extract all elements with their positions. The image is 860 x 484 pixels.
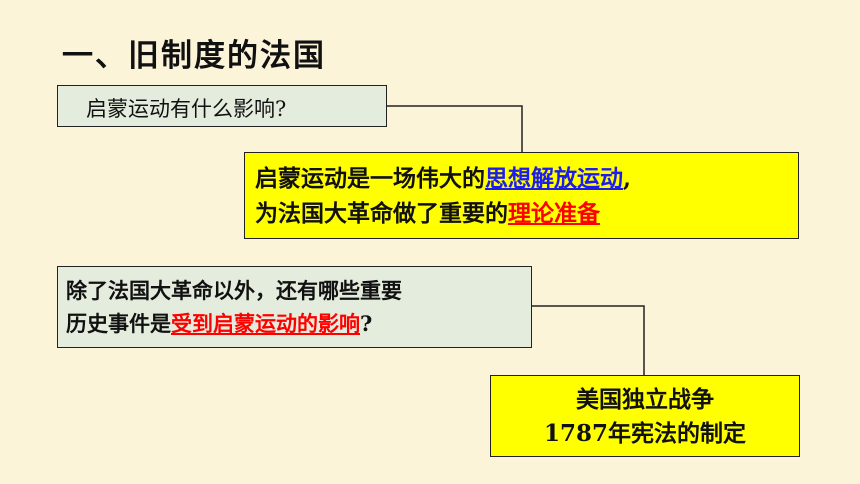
answer-2-line-2: 1787年宪法的制定 <box>543 420 746 447</box>
answer-1-line2-prefix: 为法国大革命做了重要的 <box>255 200 508 227</box>
answer-2-line-1: 美国独立战争 <box>576 386 714 413</box>
answer-1-line-1: 启蒙运动是一场伟大的思想解放运动, <box>255 161 798 196</box>
answer-box-1: 启蒙运动是一场伟大的思想解放运动, 为法国大革命做了重要的理论准备 <box>244 152 799 239</box>
answer-1-line-2: 为法国大革命做了重要的理论准备 <box>255 196 798 231</box>
answer-box-2: 美国独立战争 1787年宪法的制定 <box>490 375 800 457</box>
connector-q1-a1 <box>387 105 523 152</box>
connector-q2-a2 <box>532 305 645 375</box>
question-2-line2-suffix: ? <box>360 311 373 336</box>
question-2-highlight-influence: 受到启蒙运动的影响 <box>171 311 360 336</box>
question-2-line-1: 除了法国大革命以外，还有哪些重要 <box>66 278 402 303</box>
answer-1-line1-suffix: , <box>623 165 632 192</box>
question-2-line2-prefix: 历史事件是 <box>66 311 171 336</box>
question-2-line-2: 历史事件是受到启蒙运动的影响? <box>66 307 531 340</box>
question-1-text: 启蒙运动有什么影响? <box>86 97 287 121</box>
answer-1-line1-prefix: 启蒙运动是一场伟大的 <box>255 165 485 192</box>
answer-1-highlight-thought-liberation: 思想解放运动 <box>485 165 623 192</box>
answer-1-highlight-theory-preparation: 理论准备 <box>508 200 600 227</box>
question-box-1: 启蒙运动有什么影响? <box>57 85 387 127</box>
page-title: 一、旧制度的法国 <box>62 38 326 74</box>
question-box-2: 除了法国大革命以外，还有哪些重要 历史事件是受到启蒙运动的影响? <box>57 266 532 348</box>
